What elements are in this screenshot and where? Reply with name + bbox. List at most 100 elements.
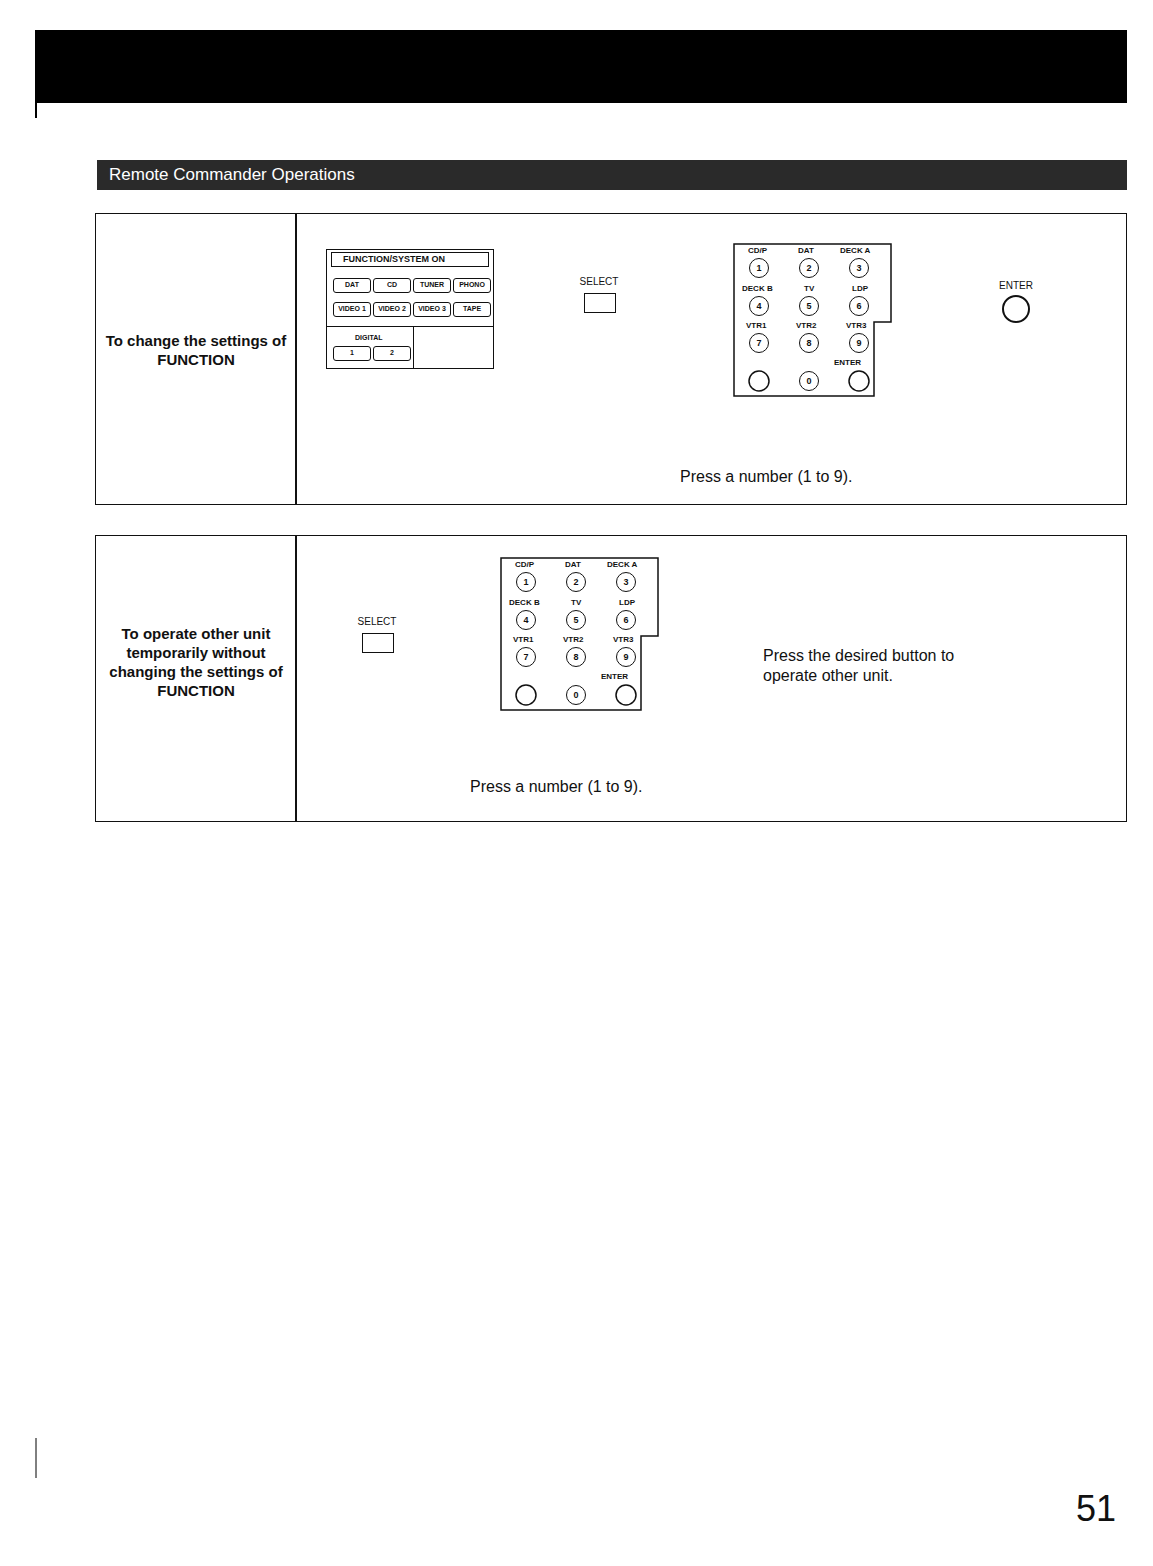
- pointing-hand: [589, 301, 616, 341]
- key-node: 2: [566, 572, 586, 592]
- key-text: 7: [750, 338, 768, 348]
- select-node: SELECT: [575, 273, 623, 325]
- key-node: 3: [616, 572, 636, 592]
- flow-arrow: [903, 302, 981, 304]
- instruction-text: Press a number (1 to 9).: [680, 468, 853, 486]
- pointing-hand: [567, 716, 594, 756]
- pointing-hand: [807, 406, 834, 446]
- keypad-text: VTR3: [613, 635, 633, 644]
- key-text: 4: [750, 301, 768, 311]
- key-text: 1: [750, 263, 768, 273]
- panel-divider: [413, 326, 414, 368]
- key-text: 5: [800, 301, 818, 311]
- fbtn-node: VIDEO 2: [373, 302, 411, 317]
- enter-node: ENTER: [993, 277, 1039, 329]
- key-node: 6: [849, 296, 869, 316]
- page-number: 51: [1076, 1488, 1116, 1530]
- header-node: Remote Commander Operations: [97, 160, 1127, 190]
- keypad-text: VTR2: [796, 321, 816, 330]
- fbtn-text: PHONO: [454, 281, 490, 288]
- key-node: 2: [799, 258, 819, 278]
- key-node: 0: [566, 685, 586, 705]
- key-text: 2: [800, 263, 818, 273]
- keypad-text: CD/P: [515, 560, 534, 569]
- keypad-text: DECK B: [509, 598, 540, 607]
- key-node: 5: [566, 610, 586, 630]
- keypad-text: DAT: [565, 560, 581, 569]
- fbtn-node: 2: [373, 346, 411, 361]
- cell-divider: [295, 536, 297, 821]
- keypad-text: ENTER: [601, 672, 628, 681]
- key-text: 6: [617, 615, 635, 625]
- keypad-text: LDP: [852, 284, 868, 293]
- key-node: 7: [749, 333, 769, 353]
- key-text: 9: [850, 338, 868, 348]
- blank-key: [616, 685, 636, 705]
- keypad-text: VTR1: [746, 321, 766, 330]
- pointing-hand: [1004, 316, 1031, 356]
- keypad-text: VTR2: [563, 635, 583, 644]
- header-text: Remote Commander Operations: [109, 165, 355, 185]
- cell-divider: [295, 214, 297, 504]
- keypad-outline: [501, 558, 658, 710]
- keypad-text: VTR1: [513, 635, 533, 644]
- key-text: 2: [567, 577, 585, 587]
- func-text: DIGITAL: [355, 334, 382, 341]
- panel-node: SELECT1234567890CD/PDATDECK ADECK BTVLDP…: [95, 535, 1127, 822]
- enter-button: [1002, 295, 1030, 323]
- key-node: 1: [516, 572, 536, 592]
- panel-divider: [327, 326, 493, 327]
- keypad-text: DECK B: [742, 284, 773, 293]
- fbtn-text: 2: [374, 349, 410, 356]
- keypad-outline: [501, 558, 658, 710]
- key-node: 4: [516, 610, 536, 630]
- key-text: 9: [617, 652, 635, 662]
- func-node: DATCDTUNERPHONOVIDEO 1VIDEO 2VIDEO 3TAPE…: [326, 249, 494, 369]
- keypad-text: DAT: [798, 246, 814, 255]
- keypad-text: VTR3: [846, 321, 866, 330]
- key-text: 4: [517, 615, 535, 625]
- key-node: 7: [516, 647, 536, 667]
- flow-arrow: [635, 298, 722, 300]
- select-button: [362, 633, 394, 653]
- key-node: 8: [566, 647, 586, 667]
- select-button: [584, 293, 616, 313]
- fbtn-text: VIDEO 1: [334, 305, 370, 312]
- fbtn-text: VIDEO 2: [374, 305, 410, 312]
- key-text: 6: [850, 301, 868, 311]
- key-text: 0: [800, 376, 818, 386]
- fbtn-text: TUNER: [414, 281, 450, 288]
- margin-line: [35, 103, 37, 118]
- key-node: 9: [849, 333, 869, 353]
- key-text: 3: [850, 263, 868, 273]
- fbtn-node: 1: [333, 346, 371, 361]
- key-node: 6: [616, 610, 636, 630]
- key-text: 8: [567, 652, 585, 662]
- keypad-text: DECK A: [607, 560, 637, 569]
- instruction-text: Press a number (1 to 9).: [470, 778, 643, 796]
- blank-key: [516, 685, 536, 705]
- keypad-outline: [734, 244, 891, 396]
- key-node: 3: [849, 258, 869, 278]
- keypad-text: TV: [571, 598, 581, 607]
- keypad-text: CD/P: [748, 246, 767, 255]
- panel-text: To operate other unit temporarily withou…: [102, 624, 290, 700]
- fbtn-node: VIDEO 3: [413, 302, 451, 317]
- key-text: 5: [567, 615, 585, 625]
- key-text: 1: [517, 577, 535, 587]
- key-text: 7: [517, 652, 535, 662]
- panel-text: To change the settings of FUNCTION: [102, 331, 290, 369]
- key-node: 5: [799, 296, 819, 316]
- keypad-node: 1234567890CD/PDATDECK ADECK BTVLDPVTR1VT…: [734, 244, 891, 396]
- key-text: 0: [567, 690, 585, 700]
- key-node: 4: [749, 296, 769, 316]
- desc-node: Press the desired button to operate othe…: [763, 646, 993, 688]
- fbtn-text: 1: [334, 349, 370, 356]
- keypad-text: LDP: [619, 598, 635, 607]
- fbtn-node: TUNER: [413, 278, 451, 293]
- key-node: 8: [799, 333, 819, 353]
- key-node: 9: [616, 647, 636, 667]
- keypad-outline: [734, 244, 891, 396]
